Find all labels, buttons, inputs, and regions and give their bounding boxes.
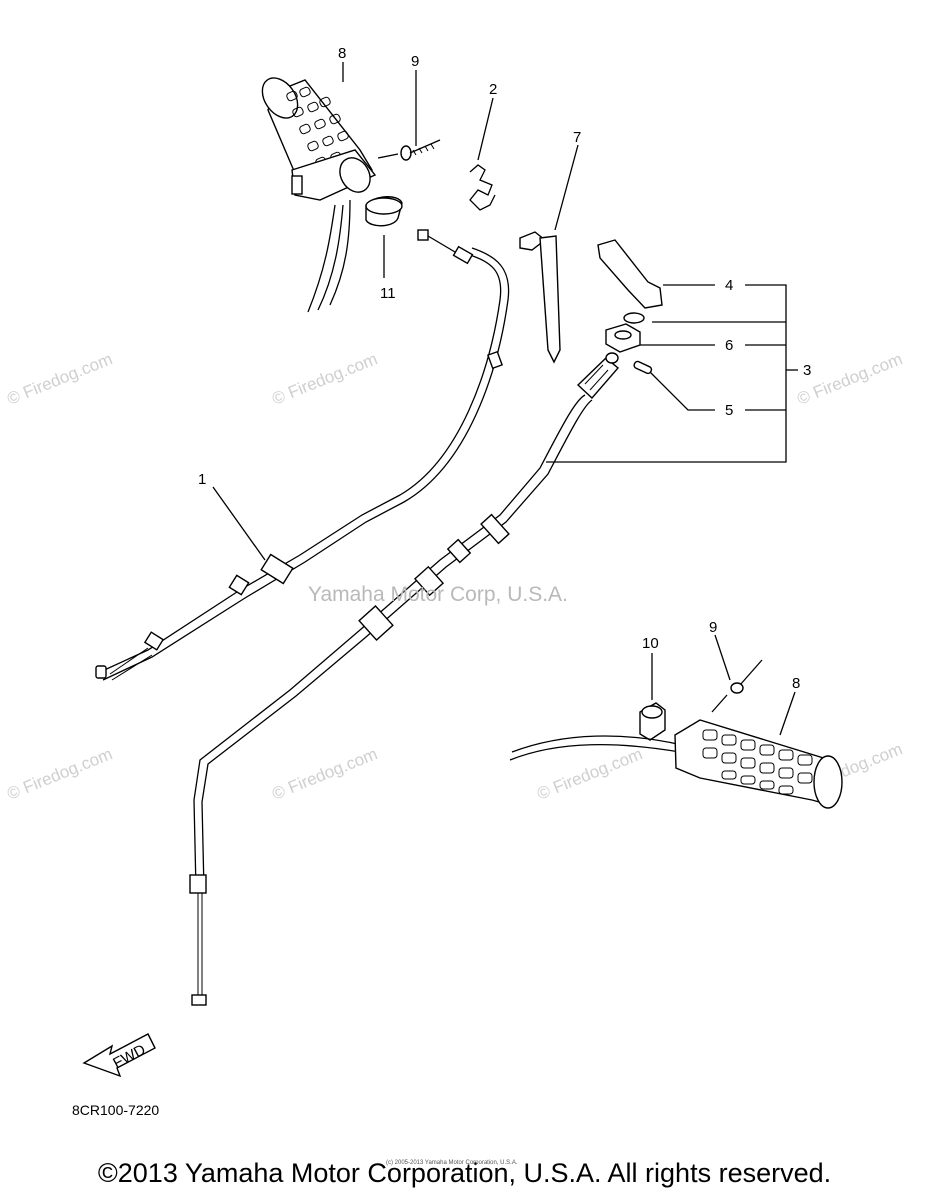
part-2-clip [469,164,496,211]
watermark-firedog: © Firedog.com [534,744,645,803]
part-10-collar [639,702,666,741]
part-4-lever [597,239,663,309]
part-11-collar [365,196,403,227]
callout-7: 7 [573,129,581,146]
watermark-group: © Firedog.com © Firedog.com © Firedog.co… [4,349,905,803]
part-8-grip-right [509,719,843,809]
callout-numbers: 8 9 2 7 11 4 6 3 5 1 10 9 8 [198,45,811,692]
part-8-grip-left [261,77,377,313]
callout-3: 3 [803,362,811,379]
callout-10: 10 [642,635,659,652]
leader-lines [212,62,798,736]
callout-6: 6 [725,337,733,354]
callout-1: 1 [198,471,206,488]
watermark-firedog: © Firedog.com [4,744,115,803]
tiny-credit: (c) 2005-2013 Yamaha Motor Corporation, … [386,1160,518,1166]
callout-9: 9 [709,619,717,636]
part-9-screw-lower [711,659,763,713]
part-9-screw-upper [377,139,441,161]
diagram-code: 8CR100-7220 [72,1102,160,1118]
callout-2: 2 [489,81,497,98]
watermark-firedog: © Firedog.com [4,349,115,408]
callout-8: 8 [338,45,346,62]
callout-9: 9 [411,53,419,70]
part-7-band [519,231,561,364]
part-1-cable [95,229,510,681]
copyright-footer: ©2013 Yamaha Motor Corporation, U.S.A. A… [97,1158,832,1188]
center-watermark: Yamaha Motor Corp, U.S.A. [308,583,568,606]
part-3-cable-assembly [189,352,619,1006]
callout-5: 5 [725,402,733,419]
part-5-pin [633,360,653,375]
watermark-firedog: © Firedog.com [269,744,380,803]
callout-11: 11 [380,285,396,302]
callout-8: 8 [792,675,800,692]
fwd-arrow-icon: FWD [82,1033,156,1078]
watermark-firedog: © Firedog.com [269,349,380,408]
part-6-nut [605,312,645,353]
callout-4: 4 [725,277,733,294]
